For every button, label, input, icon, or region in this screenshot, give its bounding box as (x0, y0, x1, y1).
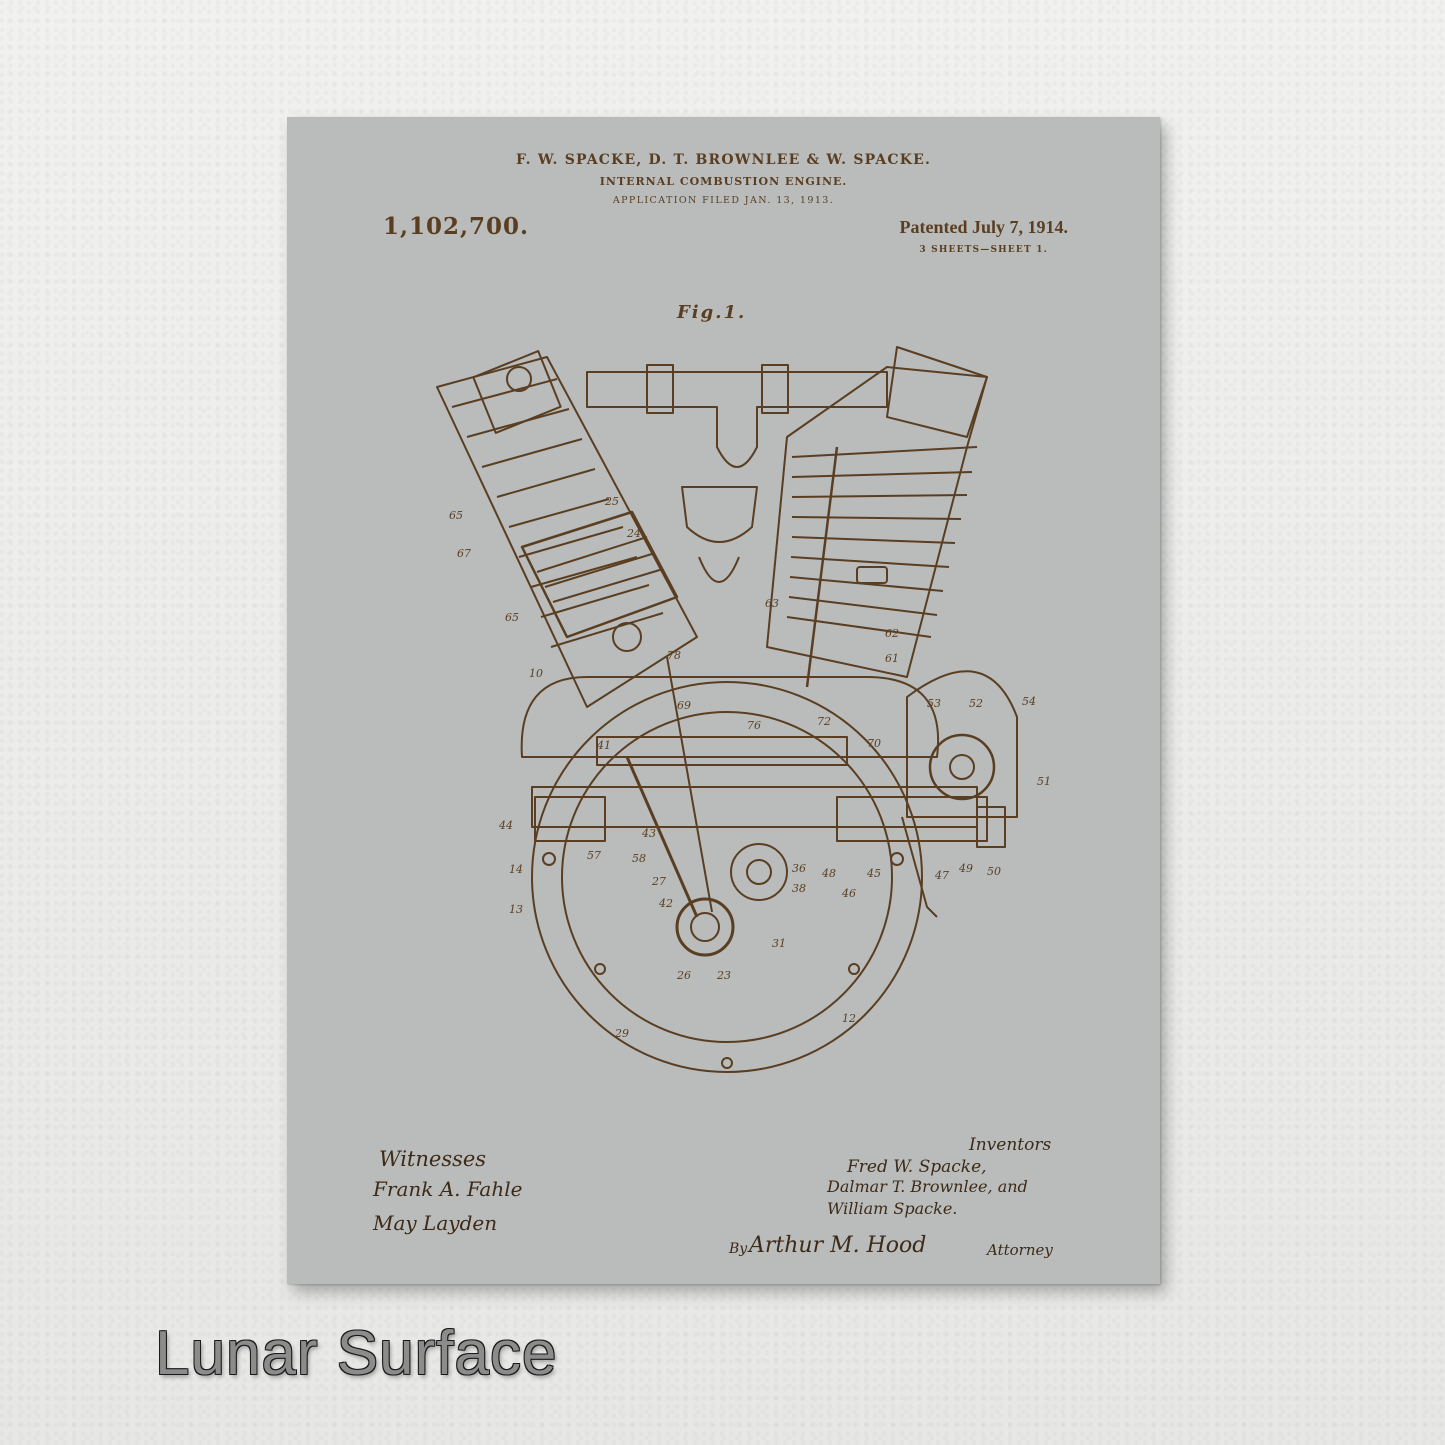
patent-title: INTERNAL COMBUSTION ENGINE. (599, 175, 848, 188)
inventors-label: Inventors (969, 1135, 1052, 1155)
ref-70: 70 (867, 737, 881, 750)
attorney-label: Attorney (987, 1241, 1053, 1259)
left-shaft (534, 796, 606, 842)
ref-44: 44 (498, 819, 513, 832)
manifold-nut-right (761, 364, 789, 414)
inventor-signature-2: Dalmar T. Brownlee, and (827, 1177, 1028, 1196)
ref-52: 52 (969, 697, 983, 710)
ref-65b: 65 (505, 611, 519, 624)
ref-14: 14 (509, 863, 523, 876)
ref-76: 76 (747, 719, 761, 732)
witnesses-label: Witnesses (379, 1147, 487, 1171)
ref-72: 72 (817, 715, 831, 728)
inventor-signature-3: William Spacke. (827, 1199, 958, 1218)
engine-drawing: 65 67 25 24 65 10 62 61 63 41 78 69 76 7… (436, 346, 1051, 1073)
ref-12: 12 (842, 1012, 856, 1025)
manifold-nut-left (646, 364, 674, 414)
right-shaft (836, 796, 988, 842)
ref-61: 61 (885, 652, 899, 665)
left-cylinder (436, 350, 698, 708)
ref-41: 41 (596, 739, 611, 752)
sheet-count: 3 SHEETS—SHEET 1. (919, 245, 1048, 255)
product-caption: Lunar Surface (155, 1319, 558, 1388)
ref-13: 13 (509, 903, 523, 916)
ref-58: 58 (632, 852, 646, 865)
patent-print: F. W. SPACKE, D. T. BROWNLEE & W. SPACKE… (287, 117, 1160, 1284)
ref-54: 54 (1022, 695, 1036, 708)
ref-29: 29 (614, 1027, 629, 1040)
ref-31: 31 (772, 937, 786, 950)
application-filed-date: APPLICATION FILED JAN. 13, 1913. (612, 195, 835, 206)
inventor-signature-1: Fred W. Spacke, (847, 1157, 987, 1177)
ref-53: 53 (927, 697, 941, 710)
ref-10: 10 (529, 667, 543, 680)
attorney-signature: Arthur M. Hood (749, 1233, 927, 1258)
ref-78: 78 (667, 649, 681, 662)
ref-62: 62 (885, 627, 899, 640)
reference-numerals: 65 67 25 24 65 10 62 61 63 41 78 69 76 7… (449, 495, 1051, 1040)
patent-inventors-header: F. W. SPACKE, D. T. BROWNLEE & W. SPACKE… (515, 152, 932, 168)
ref-46: 46 (841, 887, 856, 900)
carburetor-neck (698, 556, 740, 583)
witness-signature-1: Frank A. Fahle (373, 1177, 523, 1201)
ref-69: 69 (677, 699, 691, 712)
ref-42: 42 (658, 897, 673, 910)
ref-49: 49 (958, 862, 973, 875)
figure-label: Fig.1. (677, 302, 747, 323)
ref-65: 65 (449, 509, 463, 522)
ref-38: 38 (792, 882, 806, 895)
ref-48: 48 (821, 867, 836, 880)
ref-24: 24 (626, 527, 641, 540)
ref-50: 50 (987, 865, 1001, 878)
ref-63: 63 (765, 597, 779, 610)
ref-43: 43 (641, 827, 656, 840)
ref-27: 27 (651, 875, 666, 888)
ref-57: 57 (587, 849, 601, 862)
witness-signature-2: May Layden (373, 1211, 498, 1235)
ref-45: 45 (866, 867, 881, 880)
carburetor (681, 486, 758, 543)
ref-26: 26 (676, 969, 691, 982)
ref-36: 36 (792, 862, 806, 875)
by-label: By (729, 1241, 748, 1257)
ref-25: 25 (604, 495, 619, 508)
ref-51: 51 (1037, 775, 1051, 788)
magneto (901, 670, 1018, 918)
patented-date: Patented July 7, 1914. (899, 217, 1069, 237)
patent-number: 1,102,700. (383, 213, 530, 240)
ref-47: 47 (934, 869, 949, 882)
ref-67: 67 (457, 547, 471, 560)
intake-manifold (586, 371, 888, 468)
crankcase (520, 622, 978, 1073)
right-cylinder (766, 346, 988, 688)
ref-23: 23 (716, 969, 731, 982)
